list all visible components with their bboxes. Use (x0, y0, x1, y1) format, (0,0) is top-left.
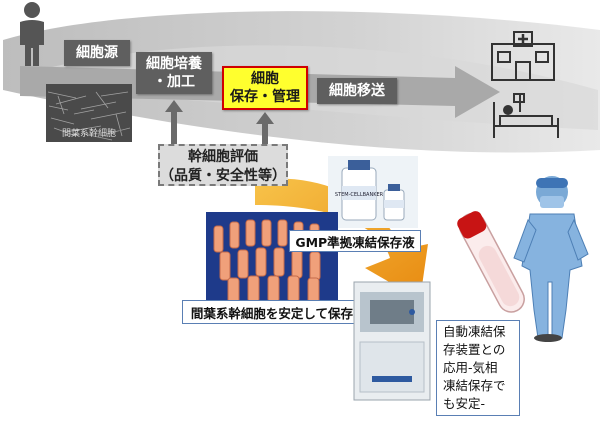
note-line-1: 自動凍結保 (443, 323, 513, 341)
patient-bed-icon (490, 92, 562, 142)
step-cell-culture-line1: 細胞培養 (146, 55, 202, 73)
msc-storage-caption: 間葉系幹細胞を安定して保存 (182, 300, 362, 324)
gmp-solution-caption: GMP準拠凍結保存液 (289, 230, 421, 252)
step-cell-storage-line2: 保存・管理 (230, 88, 300, 106)
note-line-5: も安定- (443, 395, 513, 413)
note-line-2: 存装置との (443, 341, 513, 359)
msc-storage-caption-text: 間葉系幹細胞を安定して保存 (191, 303, 353, 322)
micrograph-caption: 間葉系幹細胞 (62, 127, 116, 139)
auto-freezer-note: 自動凍結保 存装置との 応用-気相 凍結保存で も安定- (436, 320, 520, 416)
step-cell-storage: 細胞 保存・管理 (222, 66, 308, 110)
step-cell-transplant-label: 細胞移送 (329, 82, 385, 100)
cryopreservation-bottles-photo: STEM-CELLBANKER (328, 156, 418, 228)
note-line-4: 凍結保存で (443, 377, 513, 395)
step-cell-storage-line1: 細胞 (251, 70, 279, 88)
step-cell-culture-line2: ・加工 (153, 73, 195, 91)
gmp-solution-caption-text: GMP準拠凍結保存液 (295, 232, 414, 251)
surgeon-icon (508, 170, 598, 342)
arrow-to-culture (164, 100, 184, 148)
hospital-icon (488, 30, 558, 82)
cryotubes-rack-photo (206, 212, 338, 308)
stem-cell-evaluation-box: 幹細胞評価 （品質・安全性等） (158, 144, 288, 186)
step-cell-source: 細胞源 (64, 40, 130, 66)
msc-micrograph: 間葉系幹細胞 (46, 84, 132, 142)
arrow-to-storage (255, 112, 275, 148)
evaluation-line1: 幹細胞評価 (160, 148, 286, 167)
evaluation-line2: （品質・安全性等） (160, 167, 286, 186)
step-cell-transplant: 細胞移送 (317, 78, 397, 104)
bottle-label: STEM-CELLBANKER (335, 192, 384, 198)
step-cell-source-label: 細胞源 (76, 44, 118, 62)
note-line-3: 応用-気相 (443, 359, 513, 377)
freezer-device (352, 282, 432, 402)
person-icon (12, 0, 52, 68)
step-cell-culture: 細胞培養 ・加工 (136, 52, 212, 94)
